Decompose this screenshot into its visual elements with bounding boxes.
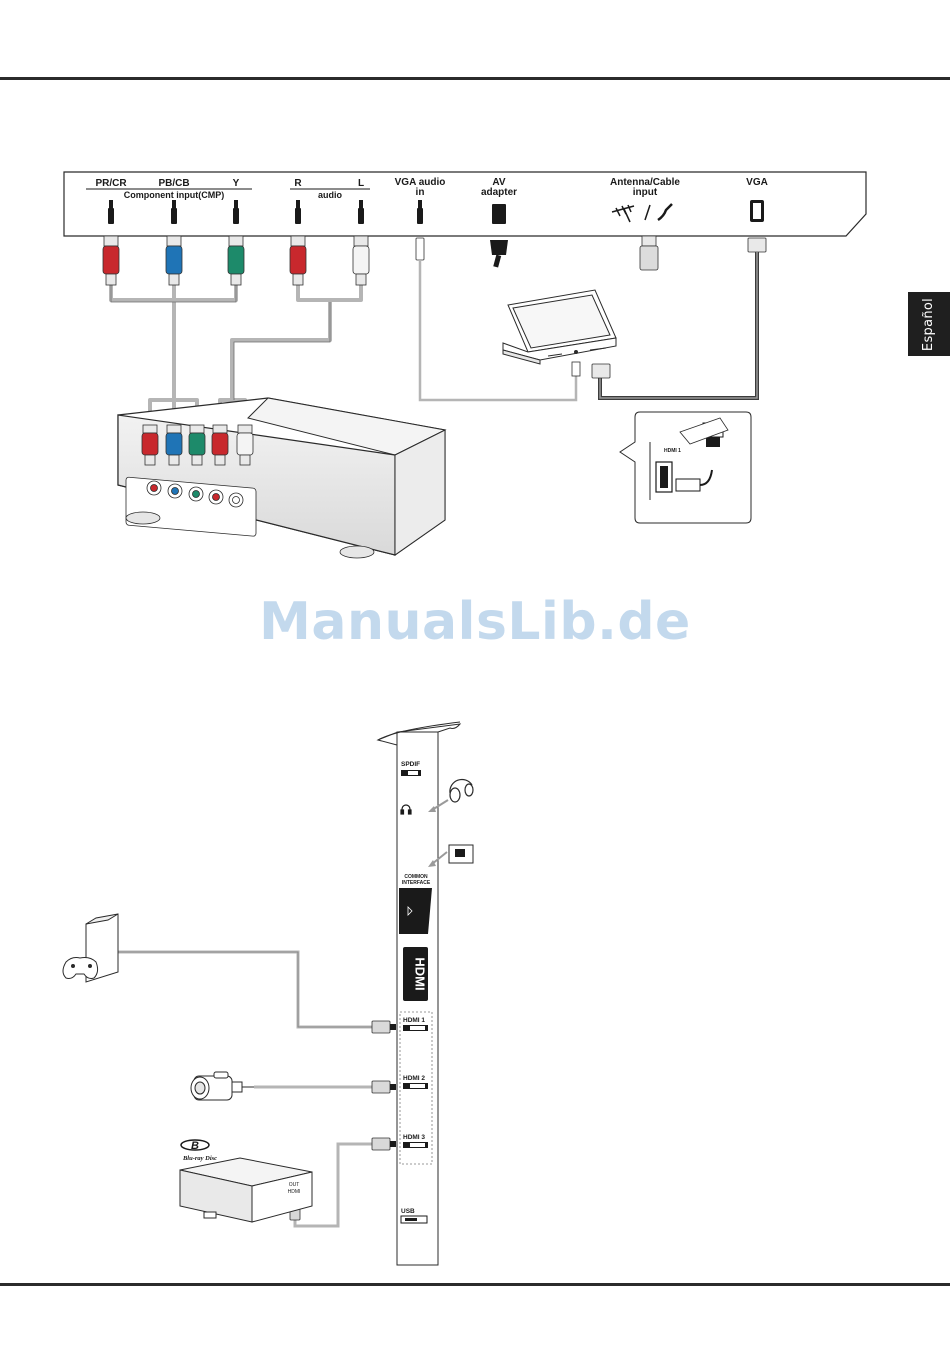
rca-plug-audio-red <box>290 236 306 285</box>
label-pb-cb: PB/CB <box>158 178 189 189</box>
player-out-label: OUT <box>289 1182 300 1188</box>
label-component-input: Component input(CMP) <box>124 190 224 200</box>
spdif-port <box>401 770 421 776</box>
inset-hdmi-label: HDMI 1 <box>664 448 681 454</box>
label-pr-cr: PR/CR <box>95 178 127 189</box>
label-common-interface-2: INTERFACE <box>402 880 431 886</box>
hdmi-logo: HDMI <box>403 947 428 1001</box>
label-usb: USB <box>401 1208 415 1215</box>
bluray-logo-text: Blu-ray Disc <box>182 1155 217 1162</box>
player-hdmi-label: HDMI <box>288 1189 301 1195</box>
label-vga: VGA <box>746 177 768 188</box>
hdmi1-port <box>403 1025 428 1031</box>
component-player-box <box>118 398 445 558</box>
rca-plug-green <box>228 236 244 285</box>
svg-text:B: B <box>191 1140 199 1152</box>
label-hdmi2: HDMI 2 <box>403 1075 425 1082</box>
usb-port <box>401 1216 427 1223</box>
antenna-plug <box>640 236 658 270</box>
label-antenna-2: input <box>633 187 658 198</box>
label-spdif: SPDIF <box>401 761 420 768</box>
hdmi2-port <box>403 1083 428 1089</box>
label-audio-l: L <box>358 178 364 189</box>
hdmi-logo-text: HDMI <box>413 957 428 990</box>
camcorder-icon <box>191 1072 254 1100</box>
game-console-icon <box>63 914 118 982</box>
label-av-adapter-2: adapter <box>481 187 517 198</box>
vga-cable <box>592 238 766 398</box>
rca-plug-red <box>103 236 119 285</box>
rca-plug-blue <box>166 236 182 285</box>
label-audio: audio <box>318 190 343 200</box>
hdmi3-port <box>403 1142 428 1148</box>
av-adapter-plug <box>490 240 508 268</box>
ci-slot <box>399 888 432 934</box>
label-y: Y <box>233 178 240 189</box>
label-audio-r: R <box>294 178 302 189</box>
hdmi-inset-box: HDMI 1 <box>620 412 751 523</box>
laptop-icon <box>503 290 616 364</box>
bluray-logo: B Blu-ray Disc <box>181 1140 217 1162</box>
label-hdmi1: HDMI 1 <box>403 1017 425 1024</box>
label-vga-audio-2: in <box>416 187 425 198</box>
label-hdmi3: HDMI 3 <box>403 1134 425 1141</box>
rca-cables-outline <box>111 285 330 400</box>
rca-plug-audio-white <box>353 236 369 285</box>
